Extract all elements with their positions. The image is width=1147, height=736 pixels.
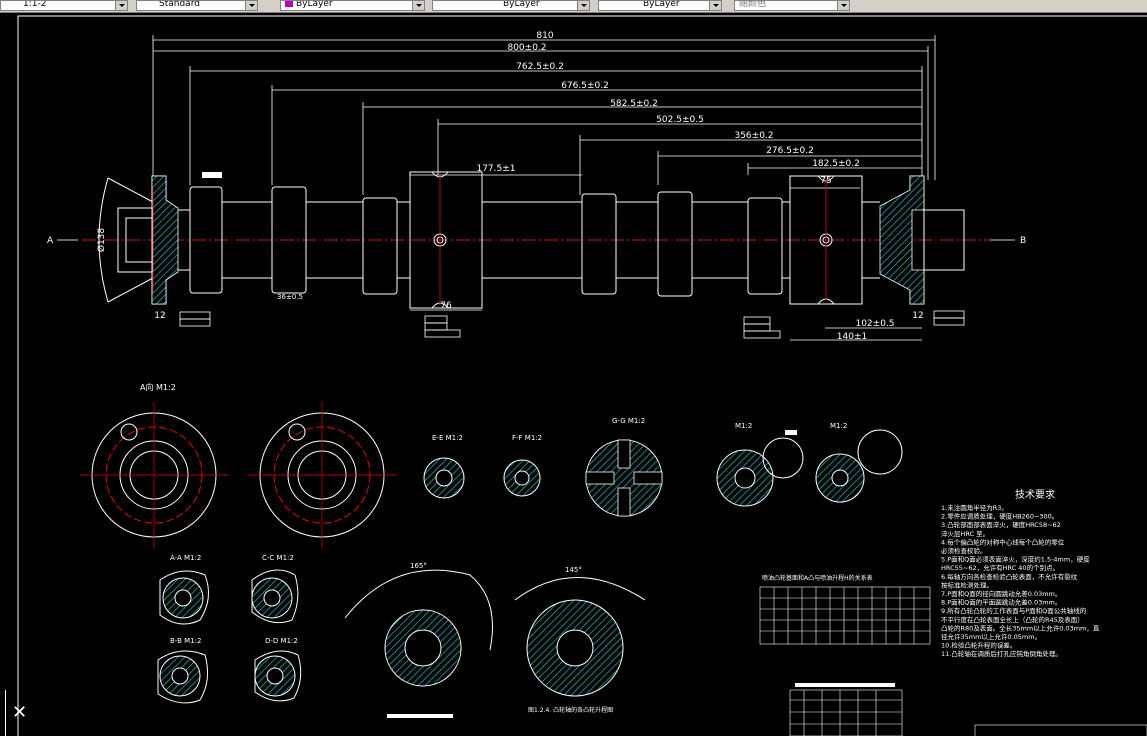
chevron-down-icon[interactable] [412,1,424,10]
tech-line: 4.每个偏凸轮的对称中心线每个凸轮的零位 [941,537,1065,546]
tech-line: 6.每轴方向各检查检验凸轮表面，不允许有裂纹 [941,572,1078,581]
dim-140: 140±1 [837,332,867,342]
label-ff: F-F M1:2 [512,434,542,442]
view-arrow-b: B [1020,236,1026,246]
section-views: A向 M1:2 E-E M1:2 F-F M1:2 G-G M1:2 M1:2 … [80,382,903,718]
angle-165: 165° [410,562,427,570]
ucs-frame [0,690,6,736]
chevron-down-icon[interactable] [577,1,589,10]
color-value: ByLayer [296,0,333,9]
tech-line: 1.未注圆角半径为R3。 [941,503,1008,512]
tech-line: 11.凸轮轴在调质后打孔应钝角倒角处理。 [941,649,1062,658]
dim-12-right: 12 [912,311,923,321]
lineweight-dropdown[interactable]: ByLayer [598,0,722,11]
scale-value: 1:1-2 [23,0,47,9]
label-gg: G-G M1:2 [612,417,645,425]
plot-style-dropdown[interactable]: 随颜色 [734,0,850,11]
text-style-dropdown[interactable]: Standard [136,0,258,11]
drawing-frame [17,15,1147,736]
label-aa-section: A-A M1:2 [170,554,201,562]
label-m1: M1:2 [735,422,752,430]
dim-810: 810 [536,31,553,41]
tech-line: 凸轮的R80及表面。全长35mm以上允许0.03mm，直 [941,623,1100,632]
label-aa: A向 M1:2 [140,382,176,392]
tech-line: 10.检验凸轮升程的误差。 [941,641,1016,650]
dim-762: 762.5±0.2 [516,62,564,72]
dim-177: 177.5±1 [476,164,515,174]
tolerance-frames [179,310,965,339]
dim-276: 276.5±0.2 [766,146,814,156]
lineweight-value: ByLayer [643,0,680,9]
angle-145: 145° [565,566,582,574]
plot-style-value: 随颜色 [739,0,767,9]
tech-line: 2.零件应调质处理，硬度HB260~300。 [941,512,1058,521]
dimension-lines [152,35,936,341]
tech-line: 按标准检测处理。 [941,580,993,589]
tech-line: 必须检查校验。 [941,546,987,555]
label-bb-section: B-B M1:2 [170,637,201,645]
dim-12-left: 12 [154,311,165,321]
dim-676: 676.5±0.2 [561,81,609,91]
tech-line: 径允许35mm以上允许0.05mm。 [941,632,1041,641]
linetype-dropdown[interactable]: ByLayer [432,0,590,11]
tech-line: HRC55~62，允许有HRC 40的个别点。 [941,563,1059,572]
label-dd-section: D-D M1:2 [265,637,298,645]
tech-line: 不平行度在凸轮表面全长上（凸轮的R45及表面） [941,615,1084,624]
camshaft-main-view: A B [47,171,1026,309]
dim-582: 582.5±0.2 [610,99,658,109]
dim-800: 800±0.2 [507,43,546,53]
scale-dropdown[interactable]: 1:1-2 [0,0,128,11]
color-dropdown[interactable]: ByLayer [280,0,425,11]
text-style-value: Standard [159,0,200,9]
figure-caption: 图1.2.4. 凸轮轴的各凸轮升程图 [528,706,613,714]
tech-line: 5.P面和Q面必须表面淬火，深度约1.5-4mm，硬度 [941,555,1090,564]
linetype-value: ByLayer [503,0,540,9]
label-m2: M1:2 [830,422,847,430]
tech-line: 9.所有凸轮凸轮的工作表面与P面和Q面公共轴线的 [941,606,1087,615]
dim-102: 102±0.5 [855,319,894,329]
dim-502: 502.5±0.5 [656,115,704,125]
table-title: 喷油凸轮基面和A凸与喷油升程H的关系表 [762,574,873,582]
ucs-icon: ✕ [12,702,28,723]
tech-title: 技术要求 [1015,488,1055,501]
tech-line: 8.P面和Q面的平面圆跳动允差0.03mm。 [941,598,1061,607]
drawing-canvas[interactable]: 810 800±0.2 762.5±0.2 676.5±0.2 582.5±0.… [0,13,1147,736]
chevron-down-icon[interactable] [245,1,257,10]
chevron-down-icon[interactable] [837,1,849,10]
view-arrow-a: A [47,236,54,246]
label-cc-section: C-C M1:2 [262,554,294,562]
dim-356: 356±0.2 [734,131,773,141]
tech-line: 7.P面和Q面的径向圆跳动允差0.03mm。 [941,589,1061,598]
dim-138: Ø138 [96,228,107,253]
chevron-down-icon[interactable] [709,1,721,10]
lift-table: 喷油凸轮基面和A凸与喷油升程H的关系表 [759,574,1147,736]
dim-36: 36±0.5 [277,293,303,301]
chevron-down-icon[interactable] [115,1,127,10]
tech-line: 淬火层HRC 至。 [941,529,989,538]
color-swatch-icon [285,1,293,7]
label-ee: E-E M1:2 [432,434,463,442]
technical-requirements: 技术要求 1.未注圆角半径为R3。2.零件应调质处理，硬度HB260~300。3… [941,488,1100,658]
tech-line: 3.凸轮部面部表面淬火，硬度HRC58~62 [941,520,1061,529]
properties-toolbar: 1:1-2 Standard ByLayer ByLayer ByLayer 随… [0,0,1147,13]
dim-182: 182.5±0.2 [812,159,860,169]
